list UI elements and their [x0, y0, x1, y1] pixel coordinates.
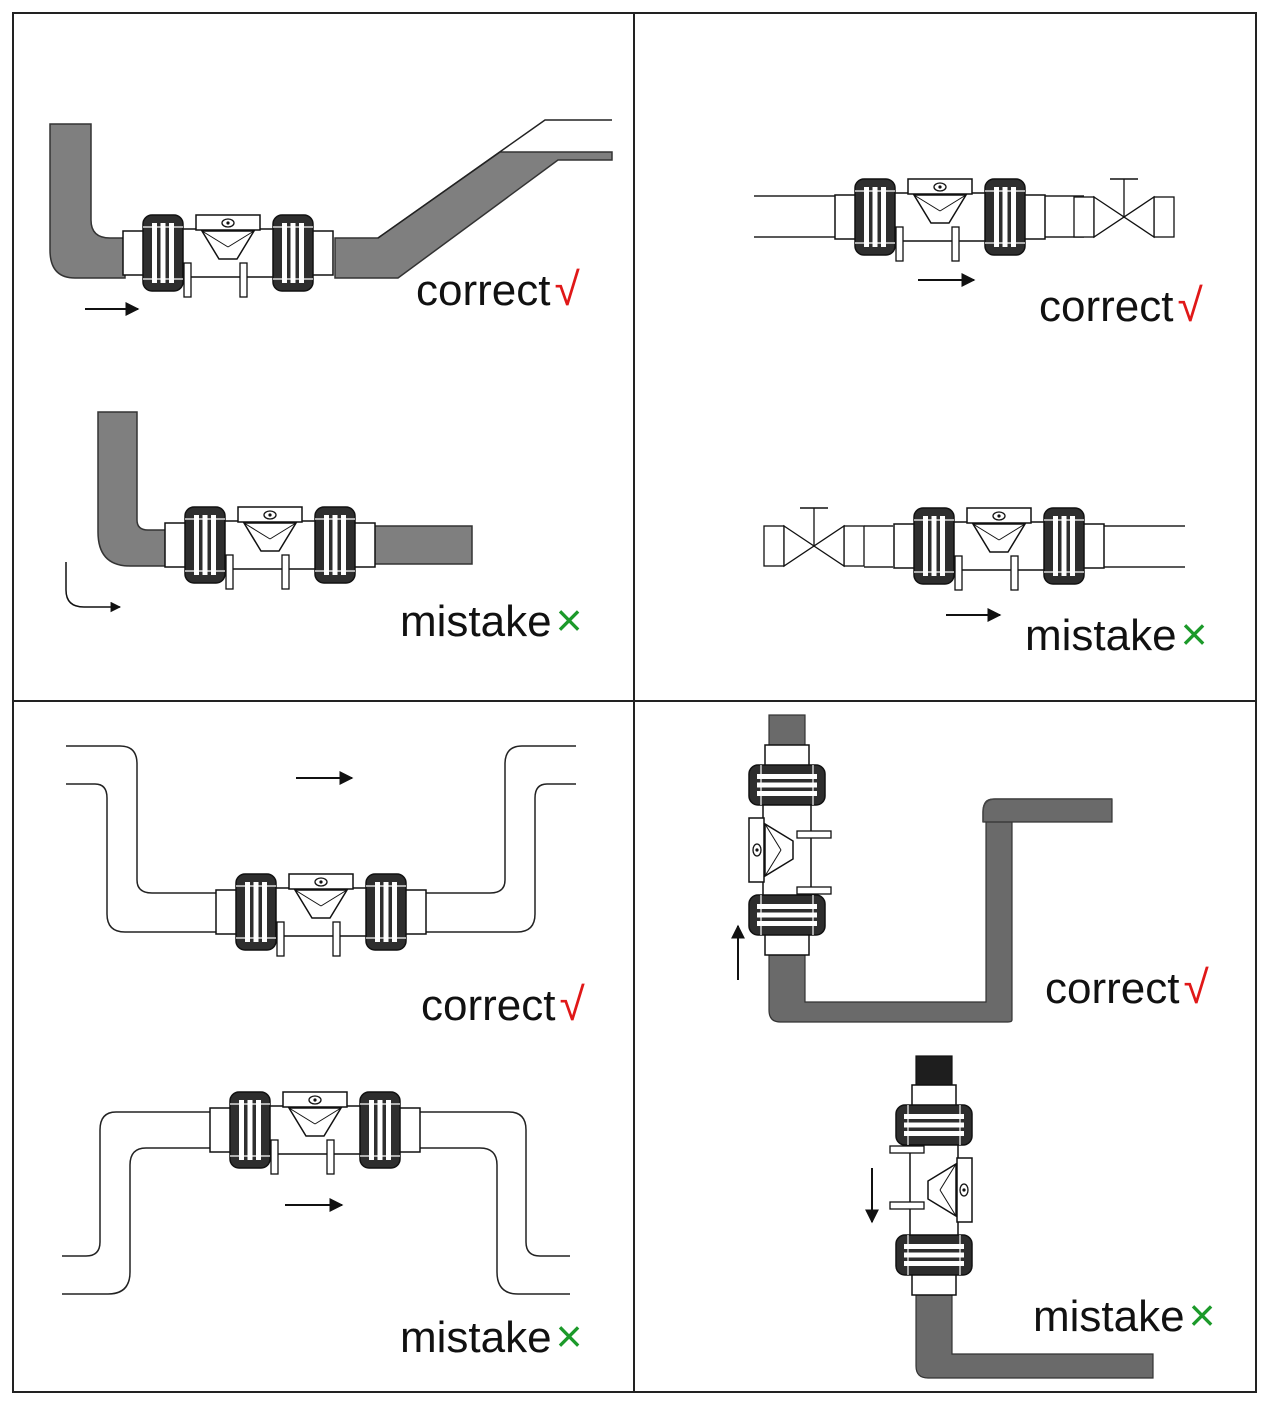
check-mark-icon: √ [554, 263, 580, 315]
flow-arrow-icon [65, 562, 122, 613]
gate-valve-icon [1073, 178, 1175, 238]
check-mark-icon: √ [1183, 961, 1209, 1013]
cross-mark-icon: × [555, 594, 583, 646]
correct-label: correct√ [416, 266, 580, 313]
check-valve-icon [749, 745, 831, 955]
check-mark-icon: √ [559, 978, 585, 1030]
mistake-installation-diagram [865, 1055, 1154, 1379]
panel-bottom-right [731, 714, 1154, 1379]
check-valve-icon [216, 874, 426, 956]
panel-bottom-left [62, 745, 576, 1295]
cross-mark-icon: × [555, 1310, 583, 1362]
label-text: mistake [1025, 611, 1177, 660]
label-text: correct [1039, 282, 1174, 331]
correct-installation-diagram [731, 714, 1113, 1023]
correct-label: correct√ [1045, 964, 1209, 1011]
correct-installation-diagram [754, 178, 1175, 287]
mistake-label: mistake× [1025, 611, 1207, 658]
check-valve-icon [890, 1085, 972, 1295]
mistake-installation-diagram [763, 507, 1185, 622]
correct-label: correct√ [1039, 282, 1203, 329]
mistake-installation-diagram [65, 411, 473, 613]
panel-top-right [754, 178, 1185, 622]
correct-installation-diagram [66, 745, 576, 956]
cross-mark-icon: × [1188, 1289, 1216, 1341]
check-mark-icon: √ [1177, 279, 1203, 331]
label-text: mistake [1033, 1292, 1185, 1341]
mistake-installation-diagram [62, 1092, 570, 1295]
label-text: correct [1045, 964, 1180, 1013]
check-valve-icon [123, 215, 333, 297]
label-text: correct [416, 266, 551, 315]
cross-mark-icon: × [1180, 608, 1208, 660]
panel-grid [12, 12, 1257, 1393]
check-valve-icon [210, 1092, 420, 1174]
mistake-label: mistake× [400, 1313, 582, 1360]
mistake-label: mistake× [1033, 1292, 1215, 1339]
correct-installation-diagram [49, 119, 613, 316]
label-text: correct [421, 981, 556, 1030]
panel-top-left [49, 119, 613, 613]
label-text: mistake [400, 1313, 552, 1362]
mistake-label: mistake× [400, 597, 582, 644]
correct-label: correct√ [421, 981, 585, 1028]
check-valve-icon [165, 507, 375, 589]
label-text: mistake [400, 597, 552, 646]
check-valve-icon [894, 508, 1104, 590]
gate-valve-icon [763, 507, 865, 567]
check-valve-icon [835, 179, 1045, 261]
